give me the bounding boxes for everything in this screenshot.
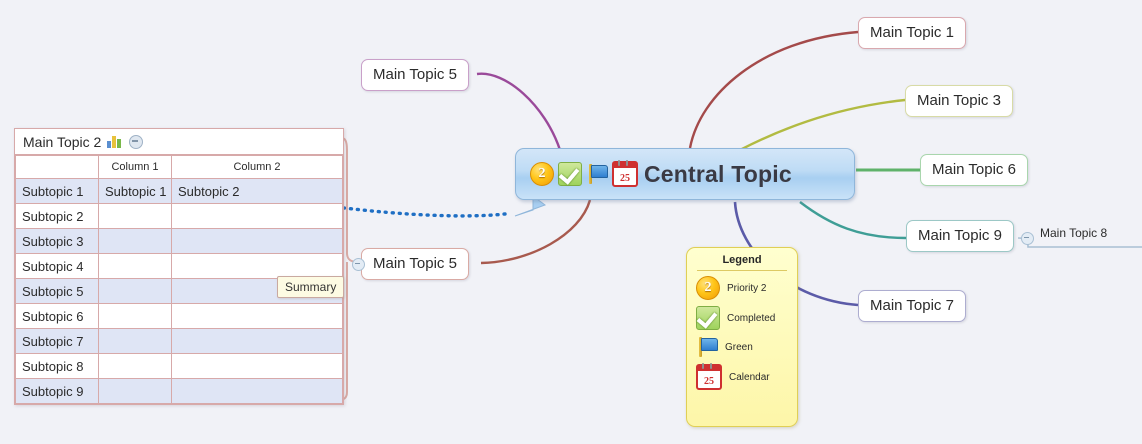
legend-row-calendar: 25 Calendar — [687, 361, 797, 393]
legend-label: Green — [725, 341, 753, 353]
collapse-toggle-topic5-lower[interactable] — [352, 258, 365, 271]
bar-chart-icon[interactable] — [107, 135, 123, 148]
table-row: Subtopic 1 Subtopic 1 Subtopic 2 — [15, 178, 343, 204]
row-cell-2[interactable] — [171, 353, 343, 379]
row-label: Subtopic 9 — [15, 378, 99, 404]
topic-main-topic-3[interactable]: Main Topic 3 — [905, 85, 1013, 117]
table-row: Subtopic 6 — [15, 303, 343, 329]
row-cell-2[interactable] — [171, 303, 343, 329]
row-cell-2[interactable] — [171, 228, 343, 254]
legend-row-green: Green — [687, 333, 797, 361]
table-row: Subtopic 3 — [15, 228, 343, 254]
table-row: Subtopic 8 — [15, 353, 343, 379]
completed-check-icon[interactable] — [558, 162, 582, 186]
central-topic-label: Central Topic — [644, 160, 792, 187]
summary-text: Summary — [285, 280, 337, 294]
topic-label: Main Topic 5 — [373, 66, 457, 83]
legend-row-completed: Completed — [687, 303, 797, 333]
row-label: Subtopic 1 — [15, 178, 99, 204]
calendar-day: 25 — [620, 173, 630, 184]
row-label: Subtopic 3 — [15, 228, 99, 254]
row-cell-1[interactable] — [98, 228, 172, 254]
sheet-title: Main Topic 2 — [23, 133, 102, 150]
table-row: Subtopic 2 — [15, 203, 343, 229]
topic-main-topic-5-lower[interactable]: Main Topic 5 — [361, 248, 469, 280]
row-cell-1[interactable] — [98, 353, 172, 379]
topic-main-topic-5-upper[interactable]: Main Topic 5 — [361, 59, 469, 91]
row-cell-1[interactable] — [98, 328, 172, 354]
connector-topic9 — [799, 201, 907, 240]
topic-label: Main Topic 8 — [1040, 226, 1108, 240]
central-topic-icons: 2 25 — [530, 160, 638, 187]
row-cell-1[interactable] — [98, 378, 172, 404]
row-cell-2[interactable] — [171, 378, 343, 404]
table-row: Subtopic 9 — [15, 378, 343, 404]
collapse-toggle-topic9[interactable] — [1021, 232, 1034, 245]
legend-title: Legend — [722, 254, 762, 266]
column-header-1: Column 1 — [98, 155, 172, 179]
row-cell-1[interactable] — [98, 303, 172, 329]
row-cell-2[interactable] — [171, 203, 343, 229]
sheet-topic-main-topic-2[interactable]: Main Topic 2 Column 1 Column 2 Subtopic … — [14, 128, 344, 405]
topic-main-topic-6[interactable]: Main Topic 6 — [920, 154, 1028, 186]
row-cell-1[interactable] — [98, 253, 172, 279]
row-cell-1[interactable] — [98, 278, 172, 304]
row-label: Subtopic 2 — [15, 203, 99, 229]
completed-check-icon — [696, 306, 720, 330]
connector-topic3 — [739, 98, 906, 152]
summary-label[interactable]: Summary — [277, 276, 345, 298]
topic-label: Main Topic 5 — [373, 255, 457, 272]
connector-topic5a — [476, 72, 562, 151]
row-label: Subtopic 8 — [15, 353, 99, 379]
legend-label: Completed — [727, 312, 776, 324]
topic-label: Main Topic 9 — [918, 227, 1002, 244]
priority-2-icon: 2 — [696, 276, 720, 300]
row-label: Subtopic 6 — [15, 303, 99, 329]
legend-label: Priority 2 — [727, 282, 767, 294]
row-label: Subtopic 4 — [15, 253, 99, 279]
priority-2-icon[interactable]: 2 — [530, 162, 554, 186]
topic-main-topic-7[interactable]: Main Topic 7 — [858, 290, 966, 322]
row-label: Subtopic 5 — [15, 278, 99, 304]
row-cell-1[interactable] — [98, 203, 172, 229]
topic-main-topic-8[interactable]: Main Topic 8 — [1040, 226, 1107, 240]
green-flag-icon[interactable] — [586, 163, 608, 185]
central-topic[interactable]: 2 25 Central Topic — [515, 148, 855, 200]
topic-label: Main Topic 1 — [870, 24, 954, 41]
topic-main-topic-1[interactable]: Main Topic 1 — [858, 17, 966, 49]
legend-box: Legend 2 Priority 2 Completed Green 25 C… — [686, 247, 798, 427]
table-row: Subtopic 4 — [15, 253, 343, 279]
connector-topic1 — [688, 30, 859, 149]
sheet-table: Column 1 Column 2 Subtopic 1 Subtopic 1 … — [15, 155, 343, 404]
sheet-header: Main Topic 2 — [15, 129, 343, 155]
calendar-icon[interactable]: 25 — [612, 160, 638, 187]
topic-main-topic-9[interactable]: Main Topic 9 — [906, 220, 1014, 252]
topic-label: Main Topic 6 — [932, 161, 1016, 178]
legend-divider — [697, 270, 787, 271]
column-header-2: Column 2 — [171, 155, 343, 179]
table-header-row: Column 1 Column 2 — [15, 155, 343, 179]
column-header-0 — [15, 155, 99, 179]
calendar-icon: 25 — [696, 363, 722, 390]
row-label: Subtopic 7 — [15, 328, 99, 354]
topic-label: Main Topic 3 — [917, 92, 1001, 109]
connector-topic5b — [480, 199, 592, 265]
row-cell-2[interactable]: Subtopic 2 — [171, 178, 343, 204]
row-cell-2[interactable] — [171, 253, 343, 279]
topic-label: Main Topic 7 — [870, 297, 954, 314]
collapse-toggle-sheet[interactable] — [129, 134, 144, 149]
legend-label: Calendar — [729, 371, 770, 383]
row-cell-2[interactable] — [171, 328, 343, 354]
row-cell-1[interactable]: Subtopic 1 — [98, 178, 172, 204]
table-row: Subtopic 7 — [15, 328, 343, 354]
legend-row-priority-2: 2 Priority 2 — [687, 273, 797, 303]
green-flag-icon — [696, 336, 718, 358]
